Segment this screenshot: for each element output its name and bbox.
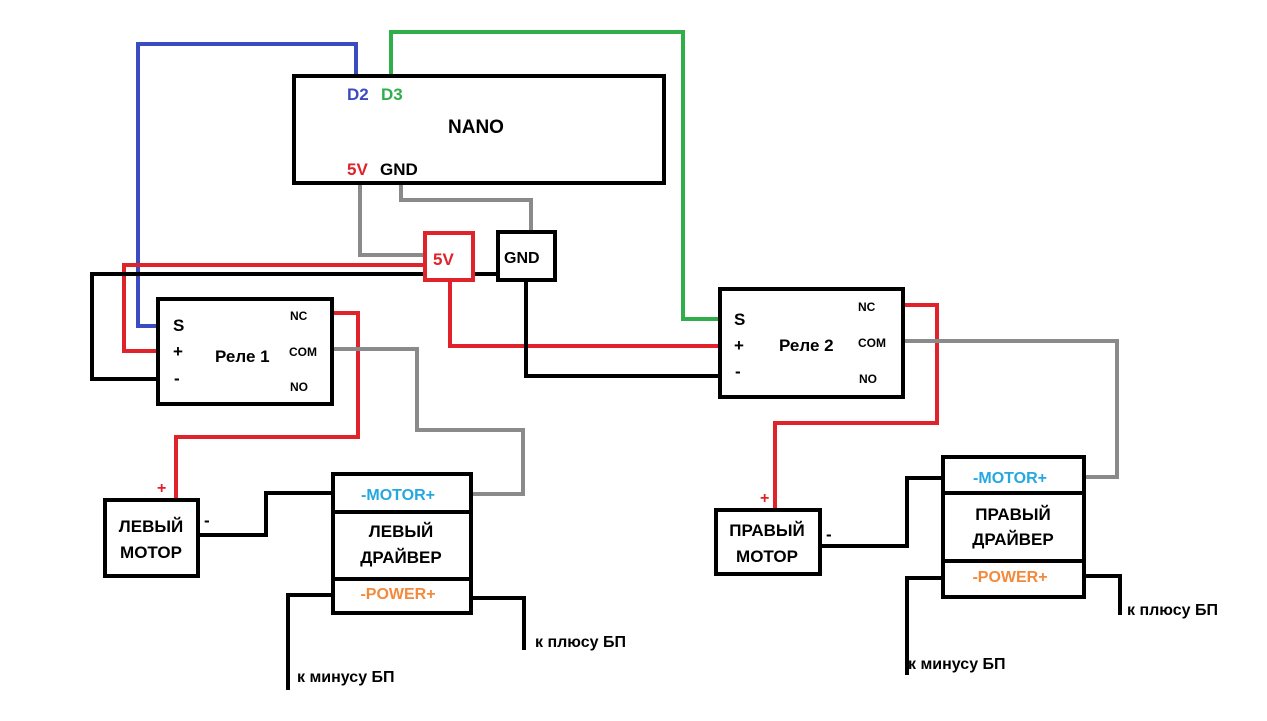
relay2-pin-nc: NC [858,300,876,314]
left-driver-power-label: -POWER+ [360,586,435,603]
bus-5v-label: 5V [433,250,454,269]
wire-left-power-plus [460,596,526,650]
right-driver-box [941,455,1086,599]
left-driver-line1: ЛЕВЫЙ [369,522,433,541]
labels: NANO D2 D3 5V GND 5V GND Реле 1 S + - NC… [119,85,1218,686]
right-motor-line1: ПРАВЫЙ [729,521,804,540]
nano-pin-gnd: GND [380,160,418,179]
left-motor-box [103,498,200,578]
wire-gnd-relay1-minus [90,272,498,381]
bus-gnd-box [496,230,557,282]
relay1-title: Реле 1 [215,347,270,366]
wire-nano-5v [358,180,428,257]
right-motor-box [714,508,822,576]
wire-relay1-com-driver [322,347,525,496]
relay1-pin-s: S [173,316,184,335]
relay1-pin-plus: + [173,342,183,361]
right-motor-minus: - [826,525,832,544]
psu-left-minus-label: к минусу БП [297,669,395,686]
psu-left-plus-label: к плюсу БП [535,634,626,651]
nano-board [292,74,666,185]
wires [90,30,1122,690]
wire-right-motor-minus [820,476,943,548]
relay2-pin-com: COM [858,336,886,350]
right-driver-motor-label: -MOTOR+ [973,470,1047,487]
right-driver-line2: ДРАЙВЕР [972,530,1053,549]
nano-title: NANO [448,117,504,138]
relay1-pin-com: COM [289,345,317,359]
right-motor-line2: МОТОР [736,547,798,566]
wire-d3-signal [389,30,730,321]
right-driver-power-label: -POWER+ [972,569,1047,586]
relay1-pin-minus: - [174,369,180,388]
right-driver-line1: ПРАВЫЙ [975,505,1050,524]
psu-right-plus-label: к плюсу БП [1127,602,1218,619]
wire-left-power-minus [286,593,333,690]
relay1-box [156,297,334,406]
left-driver-motor-label: -MOTOR+ [361,487,435,504]
wire-relay1-nc-motor [174,311,360,503]
left-motor-plus: + [157,480,166,497]
relay2-pin-no: NO [859,372,877,386]
wire-5v-relay1-plus [122,263,431,353]
relay1-pin-no: NO [290,380,308,394]
wire-nano-gnd [399,180,533,232]
bus-5v-box [423,231,475,282]
psu-right-minus-label: к минусу БП [908,656,1006,673]
nano-pin-d3: D3 [381,85,403,104]
left-motor-line1: ЛЕВЫЙ [119,517,183,536]
relay2-box [718,287,905,399]
nano-pin-5v: 5V [347,160,368,179]
relay2-pin-minus: - [735,362,741,381]
left-driver-box [331,472,473,615]
relay2-pin-plus: + [734,336,744,355]
wire-relay2-nc-motor [773,303,939,513]
relay2-title: Реле 2 [779,336,834,355]
wire-right-power-minus [905,576,943,675]
left-driver-line2: ДРАЙВЕР [360,548,441,567]
left-motor-line2: МОТОР [120,543,182,562]
driver-dividers [333,491,1084,581]
nano-pin-d2: D2 [347,85,369,104]
wire-gnd-relay2-minus [524,280,730,378]
bus-gnd-label: GND [504,250,540,267]
wire-right-power-plus [1085,574,1122,615]
wire-5v-relay2-plus [448,281,730,348]
relay1-pin-nc: NC [290,309,308,323]
right-motor-plus: + [760,490,769,507]
wire-relay2-com-driver [894,339,1119,479]
relay2-pin-s: S [734,310,745,329]
wire-d2-signal [136,42,358,328]
left-motor-minus: - [204,511,210,530]
wire-left-motor-minus [198,491,333,537]
boxes [103,74,1086,615]
